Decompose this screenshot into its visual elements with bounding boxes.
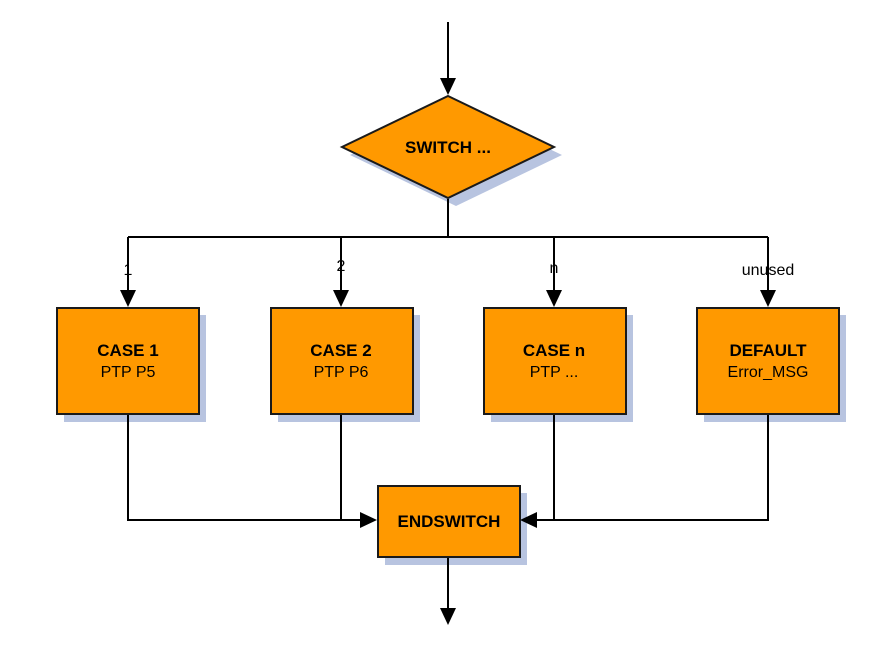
case-1-return: [127, 414, 362, 521]
exit-arrowhead: [440, 608, 456, 625]
case-2-title: CASE 2: [310, 341, 371, 360]
branch-n-edge-label: n: [550, 260, 559, 277]
right-merge-arrowhead: [520, 512, 537, 528]
branch-1-edge-label: 1: [124, 262, 133, 279]
default-title: DEFAULT: [729, 341, 807, 360]
case-2-subtitle: PTP P6: [314, 364, 369, 381]
branch-1-arrowhead: [120, 290, 136, 307]
case-2-box: [270, 307, 414, 415]
left-merge-arrowhead: [360, 512, 377, 528]
default-return: [536, 414, 769, 521]
case-1-title: CASE 1: [97, 341, 158, 360]
switch-label: SWITCH ...: [405, 138, 491, 157]
default-subtitle: Error_MSG: [728, 364, 809, 381]
entry-arrowhead: [440, 78, 456, 95]
case-n-subtitle: PTP ...: [530, 364, 579, 381]
branch-2-arrowhead: [333, 290, 349, 307]
branch-default-arrowhead: [760, 290, 776, 307]
branch-2-edge-label: 2: [337, 258, 346, 275]
case-n-box: [483, 307, 627, 415]
case-n-title: CASE n: [523, 341, 585, 360]
endswitch-box: [377, 485, 521, 558]
branch-default-edge-label: unused: [742, 262, 795, 279]
switch-diamond: [339, 94, 557, 200]
case-1-box: [56, 307, 200, 415]
branch-n-arrowhead: [546, 290, 562, 307]
case-1-subtitle: PTP P5: [101, 364, 156, 381]
default-box: [696, 307, 840, 415]
endswitch-label: ENDSWITCH: [398, 512, 501, 531]
